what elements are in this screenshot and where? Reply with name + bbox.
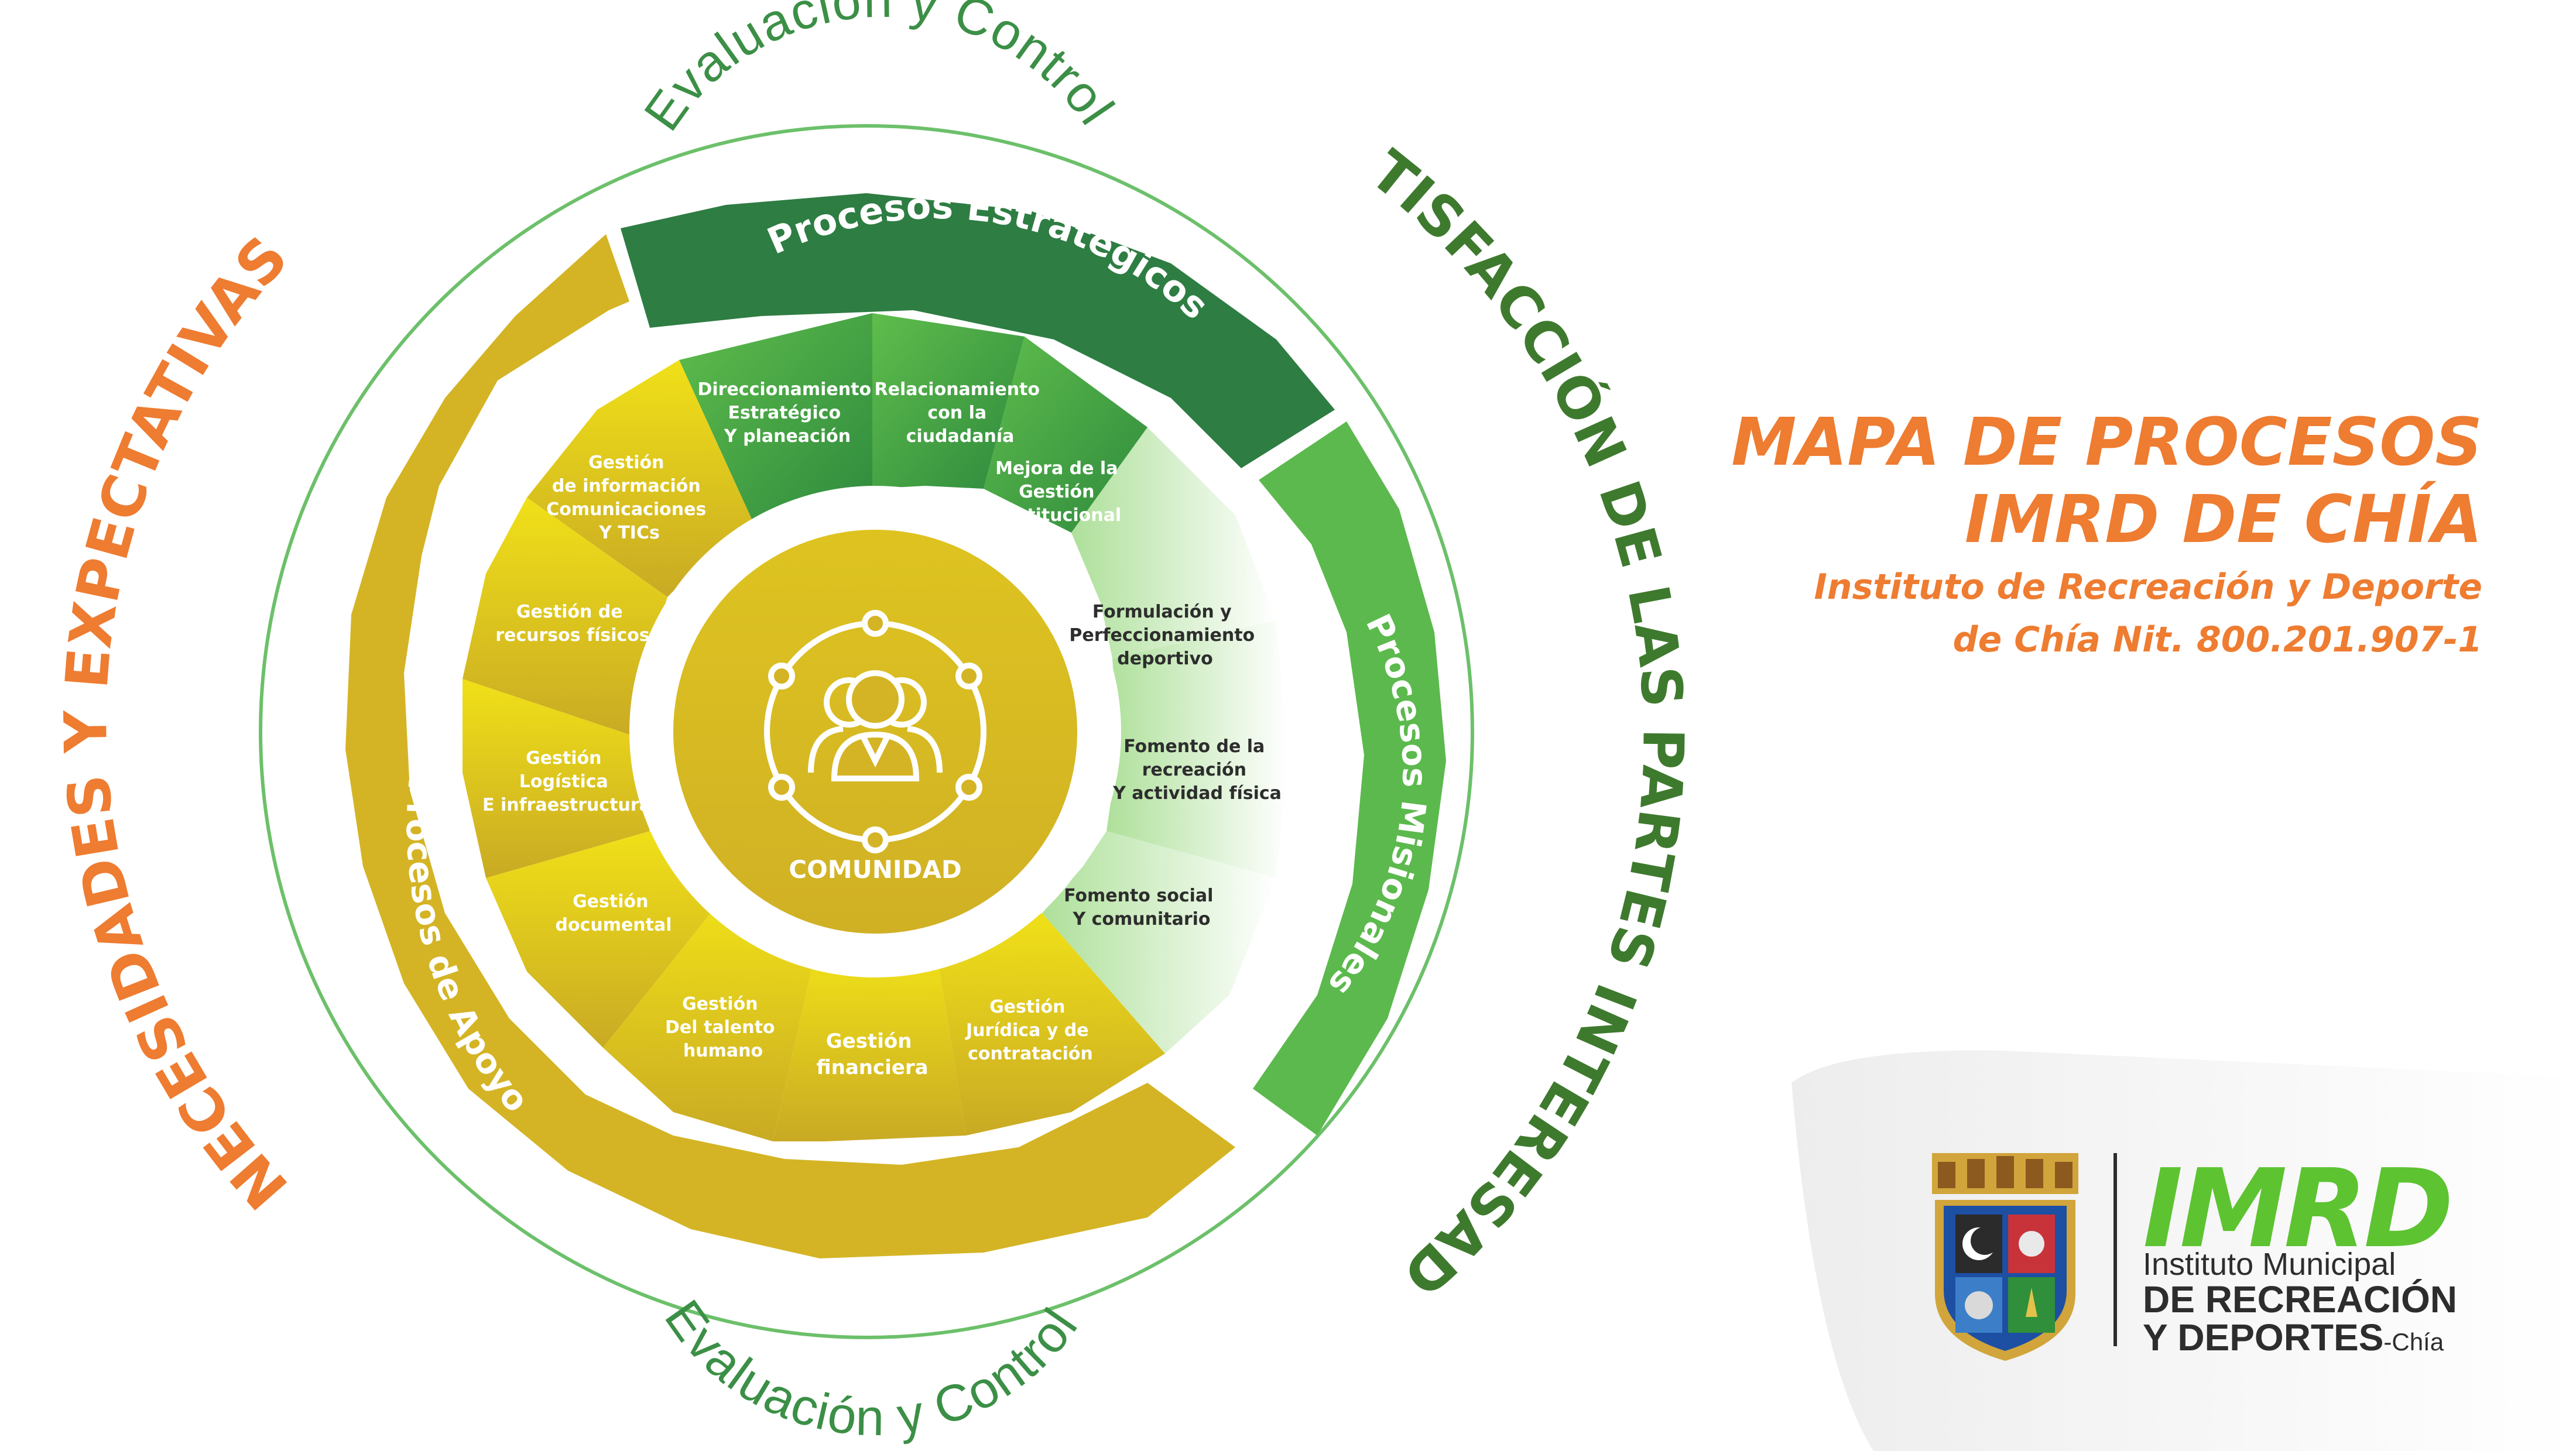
segment-formulacion [1071, 427, 1276, 658]
label-informacion: Gestión de información Comunicaciones Y … [546, 452, 712, 543]
label-logistica: Gestión Logística E infraestructura [482, 748, 651, 815]
segment-mejora [984, 337, 1147, 533]
imrd-wordmark: IMRD [2143, 1145, 2454, 1272]
segment-informacion [527, 360, 755, 597]
apoyo-band [345, 234, 1235, 1258]
institute-line2: de Chía Nit. 800.201.907-1 [1952, 619, 2482, 660]
segment-direccionamiento [679, 313, 872, 527]
segment-documental [486, 831, 720, 1048]
logo-line2: DE RECREACIÓN [2143, 1278, 2457, 1320]
institute-line1: Instituto de Recreación y Deporte [1814, 567, 2482, 608]
ring-label-bottom: Evaluación y Control [654, 1289, 1089, 1446]
label-talento: Gestión Del talento humano [665, 994, 781, 1061]
imrd-logo: IMRD Instituto Municipal DE RECREACIÓN Y… [1920, 1141, 2506, 1364]
segment-fomento-social [1042, 831, 1276, 1054]
center-label: COMUNIDAD [789, 855, 961, 884]
label-recursos: Gestión de recursos físicos [495, 602, 650, 646]
label-fomento-social: Fomento social Y comunitario [1064, 886, 1220, 929]
segment-relacionamiento [872, 313, 1025, 489]
segment-fomento-recreacion [1107, 620, 1288, 878]
label-relacionamiento: Relacionamiento con la ciudadanía [875, 379, 1046, 447]
label-financiera: Gestión financiera [816, 1030, 928, 1079]
map-title-line1: MAPA DE PROCESOS [1731, 404, 2482, 481]
logo-line3: Y DEPORTES-Chía [2143, 1316, 2444, 1359]
community-people-icon [764, 610, 986, 853]
label-formulacion: Formulación y Perfeccionamiento deportiv… [1069, 602, 1260, 669]
ring-label-top: Evaluación y Control [633, 0, 1126, 140]
segment-recursos [463, 498, 667, 737]
title-panel: MAPA DE PROCESOS IMRD DE CHÍA Instituto … [1663, 404, 2482, 664]
segment-logistica [463, 679, 650, 878]
label-fomento-recreacion: Fomento de la recreación Y actividad fís… [1112, 736, 1282, 804]
strategic-band [621, 193, 1335, 468]
segment-juridica [937, 913, 1165, 1136]
label-mejora: Mejora de la Gestión institucional [995, 458, 1124, 526]
logo-line3-suffix: -Chía [2383, 1328, 2444, 1356]
segment-financiera [773, 954, 966, 1141]
logo-line1: Instituto Municipal [2143, 1247, 2396, 1282]
label-documental: Gestión documental [555, 891, 672, 935]
outer-ring [259, 124, 1474, 1339]
map-title-line2: IMRD DE CHÍA [1964, 482, 2482, 558]
misional-band [1253, 421, 1446, 1136]
coat-of-arms-icon [1932, 1153, 2078, 1361]
label-direccionamiento: Direccionamiento Estratégico Y planeació… [697, 379, 877, 447]
logo-divider [2113, 1153, 2117, 1346]
segment-talento [603, 901, 814, 1141]
label-juridica: Gestión Jurídica y de contratación [965, 997, 1095, 1064]
outer-label-left: NECESIDADES Y EXPECTATIVAS [52, 224, 301, 1223]
